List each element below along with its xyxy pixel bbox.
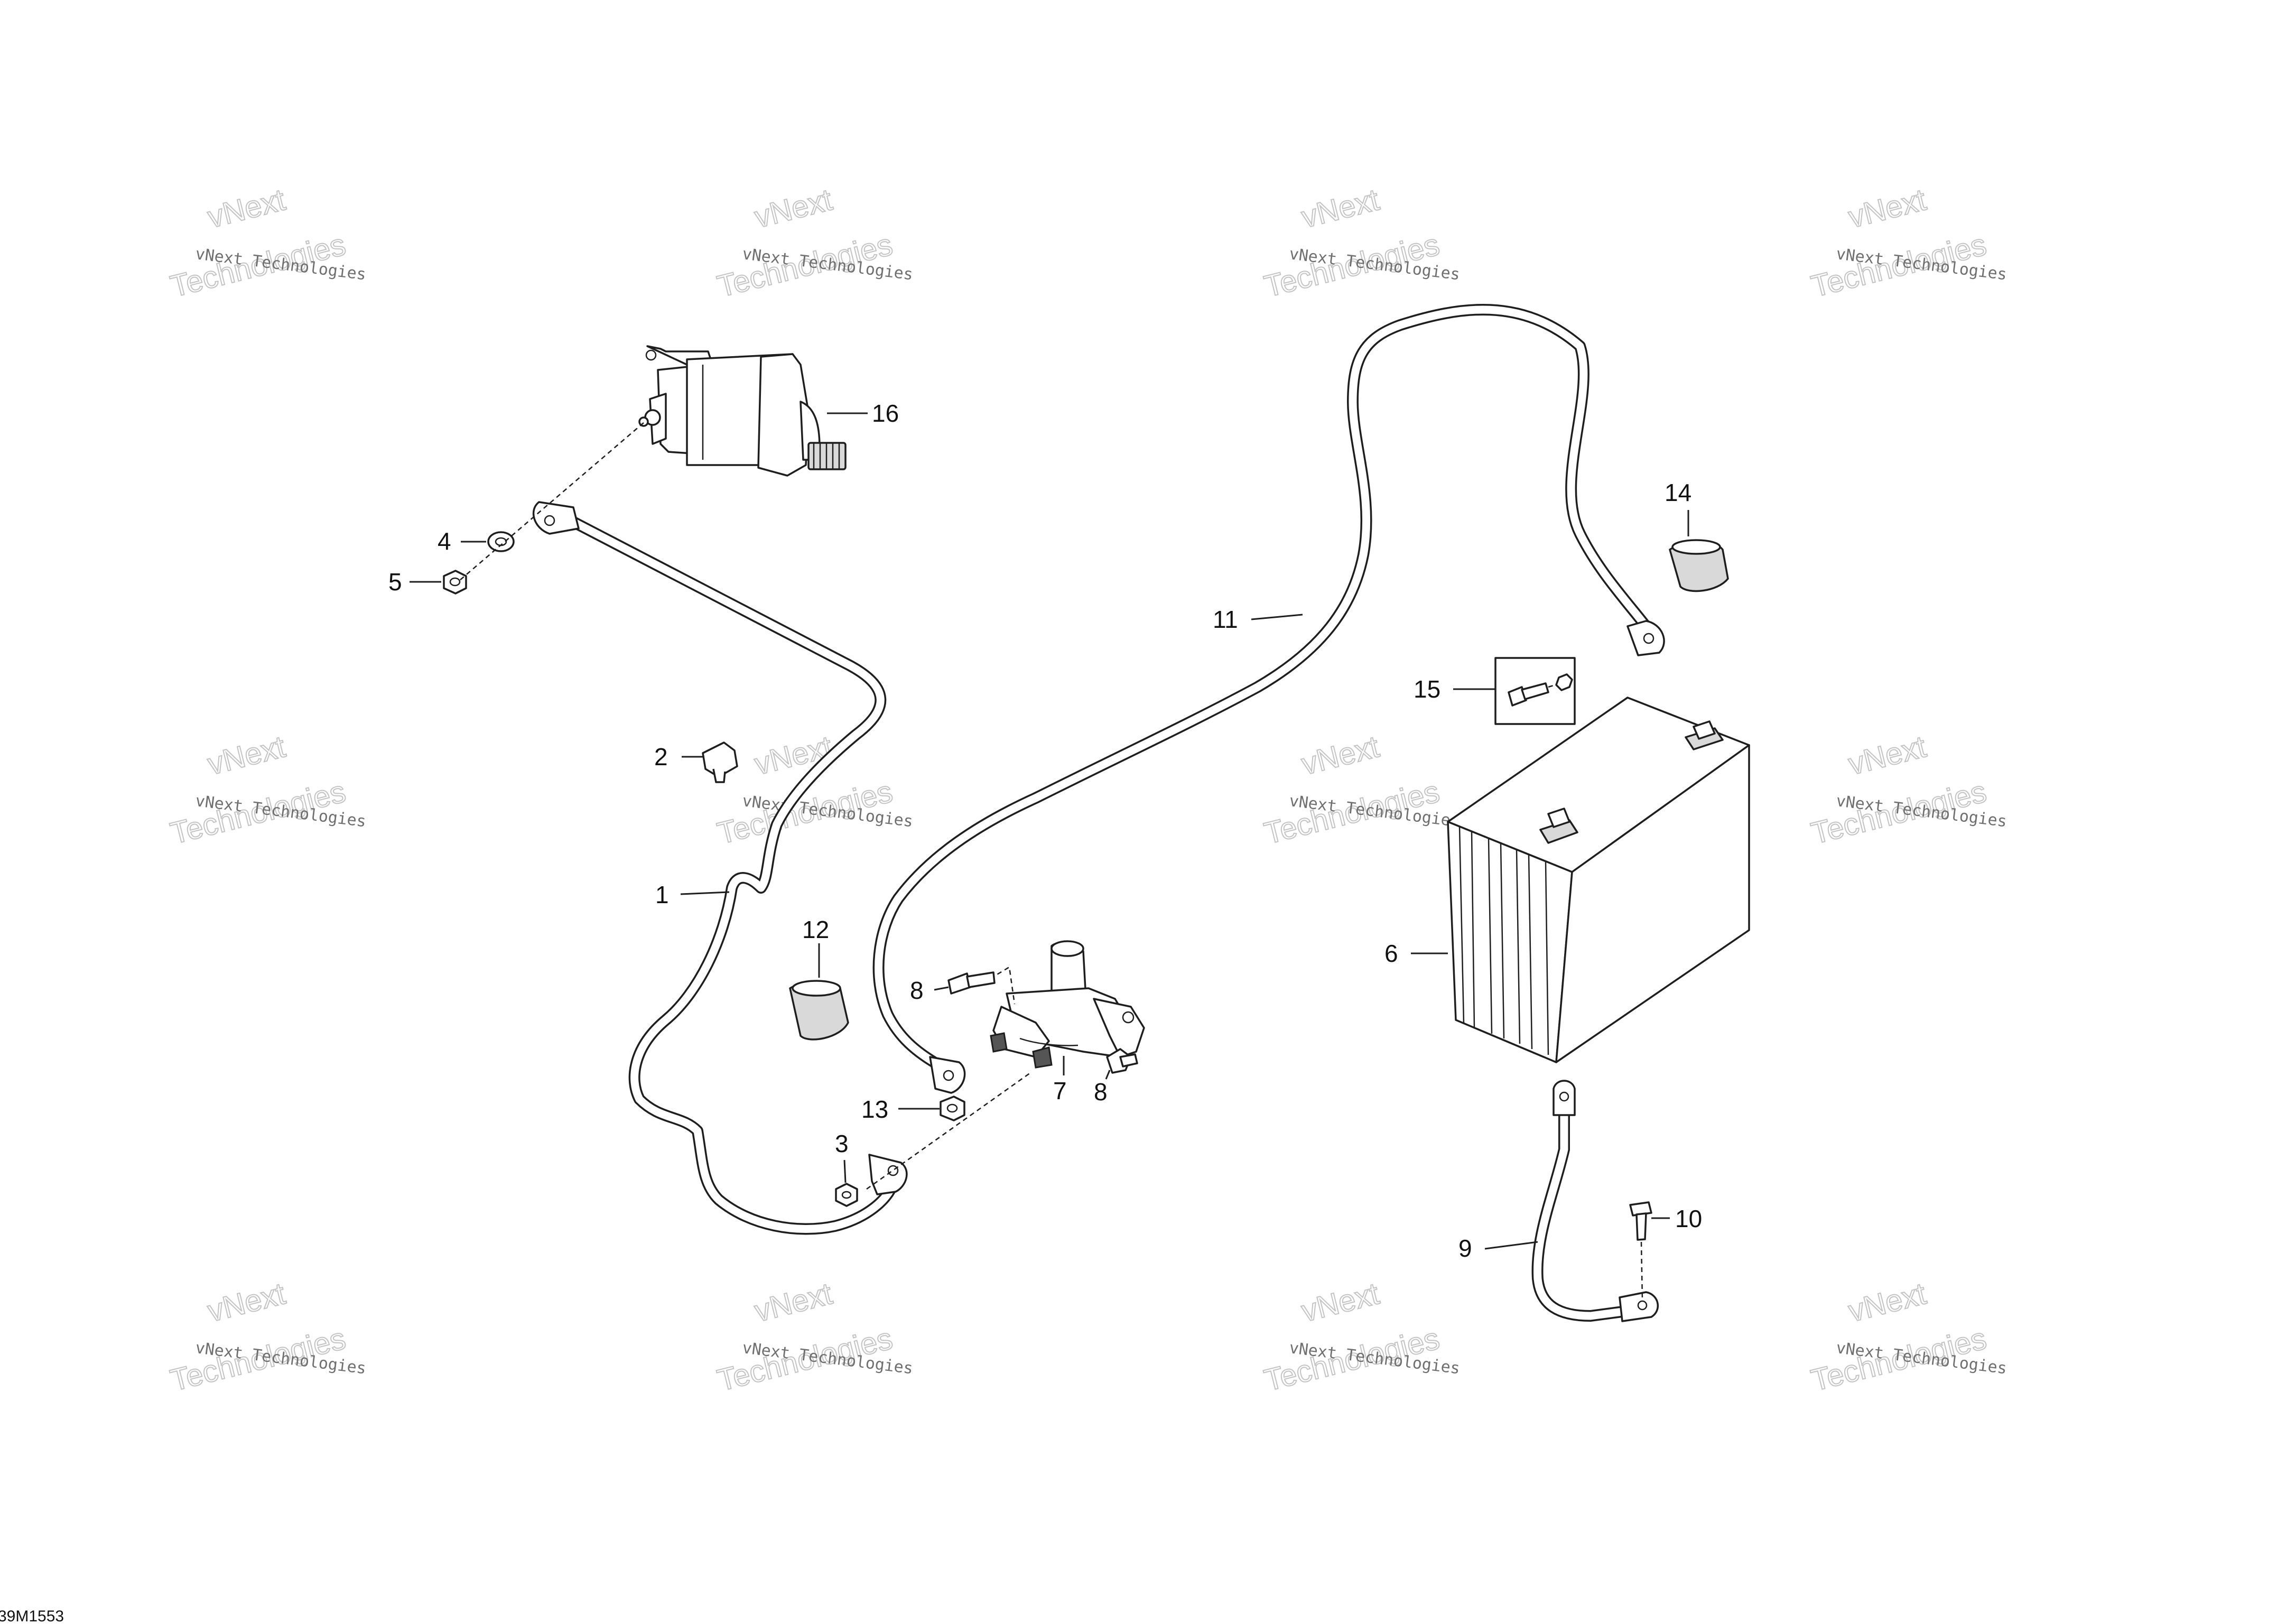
ring-terminal-hole — [943, 1070, 954, 1081]
leader-line-1 — [680, 891, 730, 895]
callout-10: 10 — [1675, 1205, 1702, 1232]
callout-5: 5 — [388, 568, 402, 596]
battery — [1447, 697, 1750, 1063]
watermark-vnext: vNext — [1845, 182, 1930, 235]
watermark-vnext: vNext — [1298, 729, 1383, 782]
watermark: vNext Technologies vNext Technologies — [1807, 1276, 2008, 1398]
watermark-vnext: vNext — [751, 182, 836, 235]
callout-3: 3 — [835, 1130, 849, 1157]
watermark-vnext: vNext — [1298, 182, 1383, 235]
leader-line-8b — [1105, 1070, 1111, 1080]
bolt-hole — [645, 349, 657, 361]
bolt-kit — [1494, 657, 1576, 725]
watermark: vNext Technologies vNext Technologies — [1807, 182, 2008, 304]
starter-solenoid — [990, 940, 1145, 1069]
callout-6: 6 — [1384, 940, 1398, 967]
watermark: vNext Technologies vNext Technologies — [1260, 1276, 1461, 1398]
leader-line-11 — [1251, 614, 1303, 620]
watermark-vnext: vNext — [1298, 1276, 1383, 1329]
ring-terminal-hole — [1643, 633, 1654, 644]
ring-terminal-hole — [1637, 1300, 1648, 1311]
nut — [443, 570, 467, 595]
callout-13: 13 — [861, 1096, 888, 1123]
watermark: vNext Technologies vNext Technologies — [1260, 729, 1461, 851]
terminal-boot — [1669, 539, 1729, 592]
watermark-vnext: vNext — [751, 1276, 836, 1329]
nut — [835, 1183, 858, 1207]
solenoid-stud — [1032, 1046, 1053, 1069]
terminal-boot — [789, 980, 849, 1041]
ring-terminal-hole — [887, 1165, 899, 1176]
battery-terminal-positive — [1693, 720, 1716, 740]
bolt-shank — [1521, 682, 1549, 700]
callout-16: 16 — [872, 400, 899, 427]
watermark: vNext Technologies vNext Technologies — [166, 1276, 367, 1398]
leader-line-9 — [1484, 1241, 1538, 1250]
assembly-line — [1640, 1241, 1643, 1301]
solenoid-stud — [990, 1032, 1008, 1053]
ring-terminal — [1553, 1080, 1576, 1116]
drawing-reference: 39M1553 — [0, 1608, 64, 1624]
watermark-vnext: vNext — [1845, 1276, 1930, 1329]
battery-side — [1555, 744, 1750, 1063]
bolt — [1629, 1201, 1652, 1241]
callout-labels: 16 4 5 2 1 12 8 13 7 8 3 11 14 15 6 9 10 — [388, 400, 1702, 1262]
callout-2: 2 — [654, 743, 668, 771]
callout-11: 11 — [1213, 606, 1238, 633]
ring-terminal — [533, 501, 580, 535]
ring-terminal — [929, 1056, 966, 1094]
callout-7: 7 — [1053, 1077, 1067, 1105]
callout-15: 15 — [1414, 675, 1440, 703]
callout-8: 8 — [910, 977, 924, 1004]
watermark-vnext: vNext — [1845, 729, 1930, 782]
callout-12: 12 — [802, 916, 829, 943]
positive-cable — [872, 303, 1665, 1094]
washer — [487, 531, 515, 552]
watermark-vnext: vNext — [204, 1276, 289, 1329]
screw — [947, 971, 996, 995]
callout-9: 9 — [1458, 1235, 1472, 1262]
watermark-vnext: vNext — [751, 729, 836, 782]
leader-lines — [410, 412, 1689, 1250]
nut — [1555, 673, 1573, 691]
callout-14: 14 — [1665, 479, 1691, 506]
watermark-vnext: vNext — [204, 729, 289, 782]
callout-1: 1 — [655, 881, 669, 908]
negative-cable — [1531, 1080, 1659, 1322]
battery-terminal-negative — [1547, 808, 1570, 828]
watermark: vNext Technologies vNext Technologies — [713, 1276, 914, 1398]
watermark: vNext Technologies vNext Technologies — [166, 729, 367, 851]
watermark: vNext Technologies vNext Technologies — [166, 182, 367, 304]
screw — [1106, 1048, 1138, 1074]
callout-4: 4 — [438, 527, 451, 555]
ring-terminal-hole — [1559, 1091, 1569, 1102]
leader-line-3 — [843, 1159, 847, 1183]
ring-terminal-hole — [544, 515, 555, 526]
leader-line-8a — [934, 986, 949, 991]
cable-clip — [702, 741, 738, 783]
assembly-line — [459, 422, 644, 581]
watermark: vNext Technologies vNext Technologies — [713, 729, 914, 851]
watermark-vnext: vNext — [204, 182, 289, 235]
watermark: vNext Technologies vNext Technologies — [713, 182, 914, 304]
ring-terminal — [1626, 620, 1665, 656]
watermark: vNext Technologies vNext Technologies — [1807, 729, 2008, 851]
nut — [940, 1096, 965, 1121]
starter-motor — [638, 345, 847, 477]
watermark: vNext Technologies vNext Technologies — [1260, 182, 1461, 304]
starter-cable — [533, 501, 908, 1235]
callout-8: 8 — [1094, 1078, 1108, 1106]
